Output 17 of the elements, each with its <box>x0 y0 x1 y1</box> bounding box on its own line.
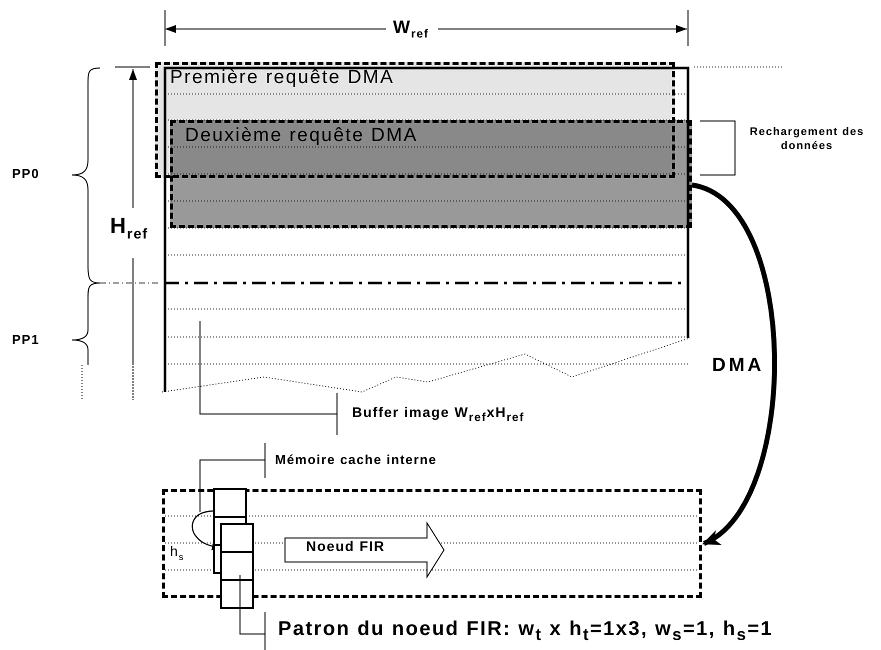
label: W$_{ref}$ <box>393 16 429 42</box>
label: h$_{s}$ <box>170 542 184 564</box>
box-title: Première requête DMA <box>170 67 394 89</box>
label: Rechargement des données <box>748 125 866 154</box>
box-title: Deuxième requête DMA <box>185 125 418 147</box>
label: H$_{ref}$ <box>110 212 148 244</box>
leader-text: Patron du noeud FIR: w$_{t}$ x h$_{t}$=1x3, w$_{s}$=1, h$_{s}$=1 <box>278 618 774 644</box>
leader-line <box>200 320 338 436</box>
label: PP0 <box>12 166 40 183</box>
block-arrow: Noeud FIR <box>284 522 446 578</box>
label: PP1 <box>12 332 40 349</box>
leader-line <box>200 442 266 512</box>
leader-text: Buffer image W$_{ref}$xH$_{ref}$ <box>352 405 524 425</box>
arrow <box>691 182 777 546</box>
leader-text: Mémoire cache interne <box>275 453 437 468</box>
pattern-squares-drawing <box>211 487 256 610</box>
leader-line <box>240 574 266 650</box>
